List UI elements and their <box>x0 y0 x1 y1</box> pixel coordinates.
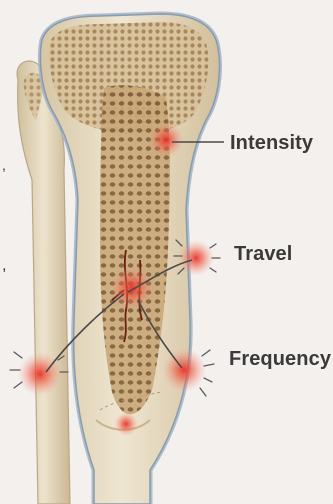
label-travel: Travel <box>234 243 292 266</box>
pain-spot-frequency <box>162 348 206 392</box>
svg-text:,: , <box>2 157 6 173</box>
label-intensity: Intensity <box>230 132 313 155</box>
pain-spot-travel <box>178 240 214 276</box>
pain-spot-fibula <box>18 352 62 396</box>
pain-spot-intensity <box>148 122 184 158</box>
pain-spot-bottom <box>114 412 138 436</box>
label-frequency: Frequency <box>229 348 331 371</box>
svg-text:,: , <box>2 257 6 274</box>
pain-spot-center <box>110 266 154 310</box>
